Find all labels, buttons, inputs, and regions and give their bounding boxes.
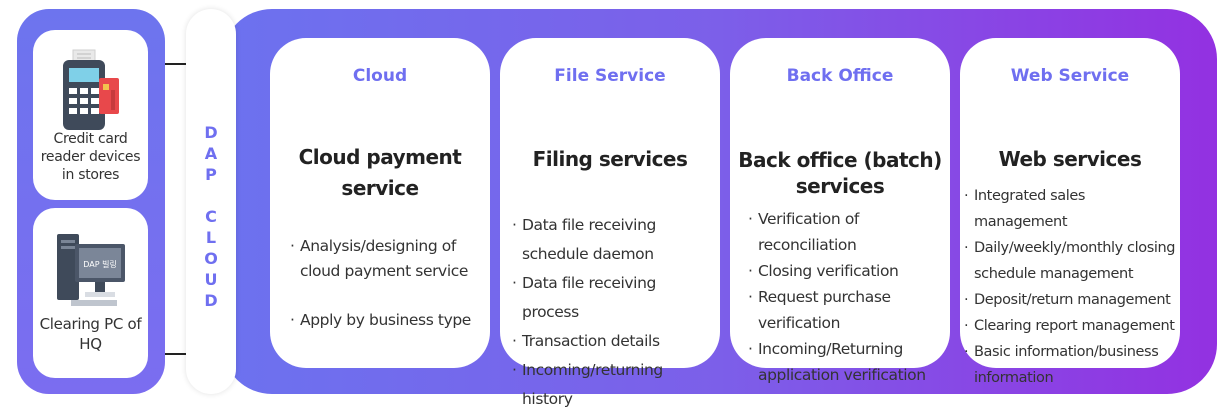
clearing-pc-card: DAP 빌링 Clearing PC of HQ [33, 208, 148, 378]
service-title: Filing services [532, 147, 688, 171]
svg-text:DAP 빌링: DAP 빌링 [83, 259, 117, 269]
service-card-web: Web Service Web services Integrated sale… [960, 38, 1180, 386]
service-card-file: File Service Filing services Data file r… [500, 38, 720, 408]
list-item: Apply by business type [290, 308, 484, 333]
dap-cloud-pill: D A P C L O U D [186, 9, 236, 394]
clearing-pc-label: Clearing PC of HQ [39, 315, 142, 353]
service-category: Cloud [352, 66, 408, 86]
service-category: File Service [554, 66, 666, 86]
service-category: Web Service [1010, 66, 1130, 86]
card-reader-icon [62, 49, 119, 130]
service-card-back-office: Back Office Back office (batch) services… [730, 38, 950, 384]
connector-line-bottom [165, 353, 189, 355]
card-reader-label: Credit card reader devices in stores [40, 131, 141, 183]
card-reader-card: Credit card reader devices in stores [33, 30, 148, 200]
list-item: Incoming/returning history [512, 356, 714, 414]
service-card-cloud: Cloud Cloud payment service Analysis/des… [270, 38, 490, 368]
connector-line-top [165, 63, 189, 65]
service-title: Cloud payment service [298, 145, 462, 200]
list-item: Clearing report management [964, 313, 1180, 339]
list-item: Deposit/return management [964, 287, 1180, 313]
service-title: Web services [998, 147, 1142, 171]
service-title: Back office (batch) services [738, 148, 942, 198]
pc-monitor-icon: DAP 빌링 [56, 234, 125, 306]
list-item: Transaction details [512, 327, 714, 356]
service-category: Back Office [786, 66, 894, 86]
list-item: Closing verification [748, 258, 944, 284]
dap-cloud-label: D A P C L O U D [204, 123, 218, 310]
list-item: Data file receiving process [512, 269, 714, 327]
